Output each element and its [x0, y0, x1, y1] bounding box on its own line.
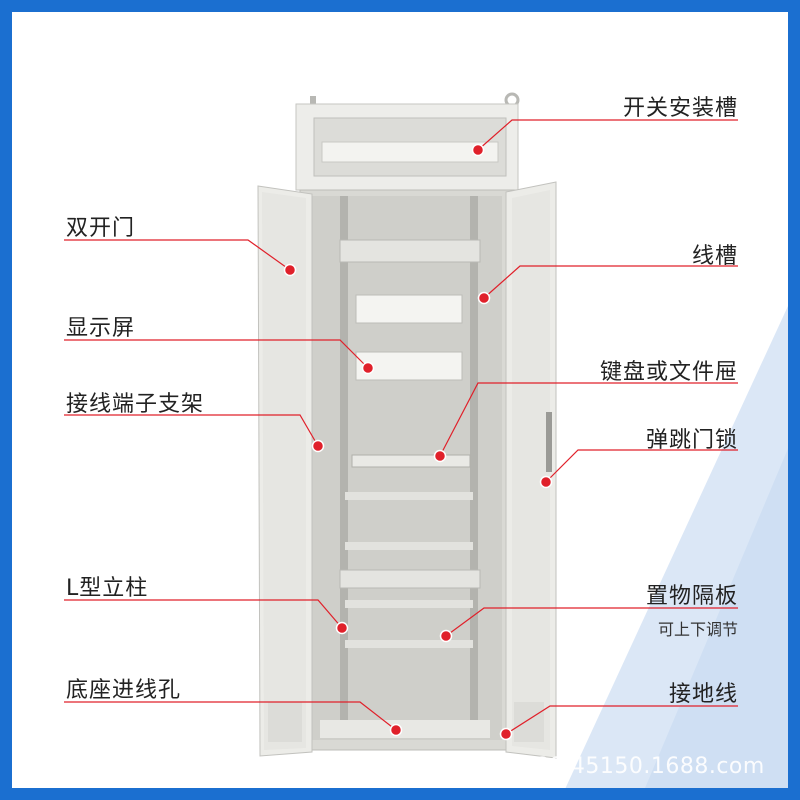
- label-terminal-bracket: 接线端子支架: [66, 392, 205, 417]
- label-wire-trough: 线槽: [691, 244, 738, 269]
- label-ground-wire: 接地线: [668, 682, 738, 707]
- label-shelf: 置物隔板: [645, 584, 738, 609]
- label-display: 显示屏: [66, 316, 136, 341]
- label-double-door: 双开门: [66, 216, 136, 241]
- label-shelf-sub: 可上下调节: [657, 620, 738, 639]
- label-keyboard-drawer: 键盘或文件屉: [599, 360, 738, 385]
- label-base-hole: 底座进线孔: [66, 678, 182, 703]
- label-l-column: L型立柱: [66, 576, 149, 601]
- watermark-text: shop9546u89l45150.1688.com: [408, 754, 765, 779]
- label-switch-slot: 开关安装槽: [622, 96, 738, 121]
- label-spring-lock: 弹跳门锁: [645, 428, 738, 453]
